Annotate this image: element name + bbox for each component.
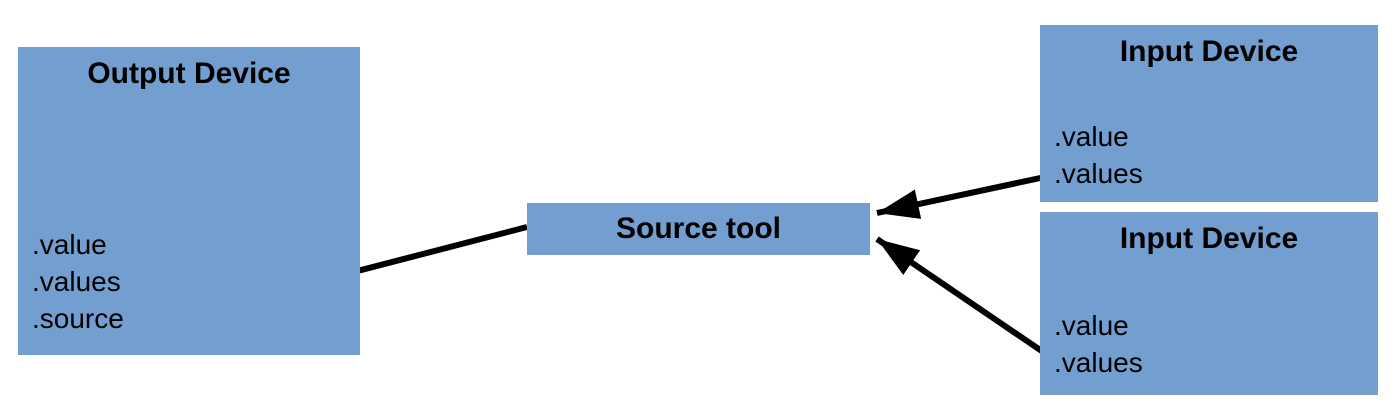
arrow-input-bottom-to-source (875, 236, 1054, 361)
output-device-box: Output Device .value .values .source (18, 47, 360, 355)
input-device-bottom-fields: .value .values (1054, 307, 1143, 381)
input-top-field-values: .values (1054, 158, 1143, 189)
arrow-input-top-to-source (876, 174, 1046, 219)
input-top-field-value: .value (1054, 121, 1129, 152)
source-tool-box: Source tool (527, 203, 870, 255)
input-device-top-title: Input Device (1119, 35, 1299, 68)
output-field-values: .values (32, 266, 121, 297)
source-tool-title: Source tool (615, 212, 781, 245)
output-device-title: Output Device (87, 57, 291, 90)
output-field-source: .source (32, 303, 124, 334)
input-device-top-box: Input Device .value .values (1040, 25, 1378, 202)
input-device-bottom-title: Input Device (1119, 222, 1299, 255)
input-device-bottom-box: Input Device .value .values (1040, 212, 1378, 395)
input-bottom-field-value: .value (1054, 310, 1129, 341)
output-field-value: .value (32, 229, 107, 260)
input-bottom-field-values: .values (1054, 347, 1143, 378)
output-device-fields: .value .values .source (32, 226, 124, 337)
input-device-top-fields: .value .values (1054, 118, 1143, 192)
